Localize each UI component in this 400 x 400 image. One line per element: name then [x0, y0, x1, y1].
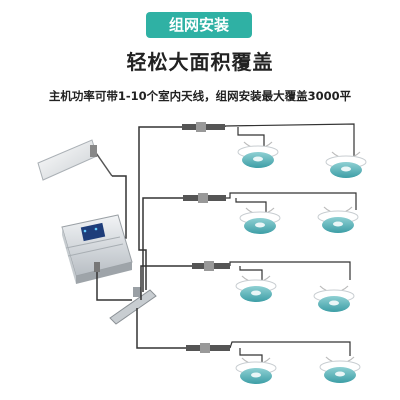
connector-row-4 [186, 343, 230, 353]
ceiling-antenna [239, 207, 281, 234]
ceiling-antennas [235, 141, 367, 384]
outdoor-antenna [37, 139, 113, 181]
branch-cables [136, 126, 192, 349]
connector-row-3 [192, 261, 230, 271]
ceiling-antenna [235, 275, 277, 302]
ceiling-antenna [313, 285, 355, 312]
page-subtitle: 主机功率可带1-10个室内天线，组网安装最大覆盖3000平 [48, 89, 352, 103]
ceiling-antenna [235, 357, 277, 384]
cable-connectors [182, 122, 230, 353]
connector-row-1 [182, 122, 225, 132]
power-splitter [109, 287, 157, 325]
signal-amplifier [61, 214, 133, 284]
ceiling-antenna [319, 356, 361, 383]
ceiling-antenna [317, 206, 359, 233]
connector-row-2 [183, 193, 226, 203]
ceiling-antenna [325, 151, 367, 178]
trunk-cable [96, 272, 132, 301]
section-badge: 组网安装 [146, 12, 252, 38]
page-title: 轻松大面积覆盖 [126, 50, 274, 74]
ceiling-antenna [237, 141, 279, 168]
